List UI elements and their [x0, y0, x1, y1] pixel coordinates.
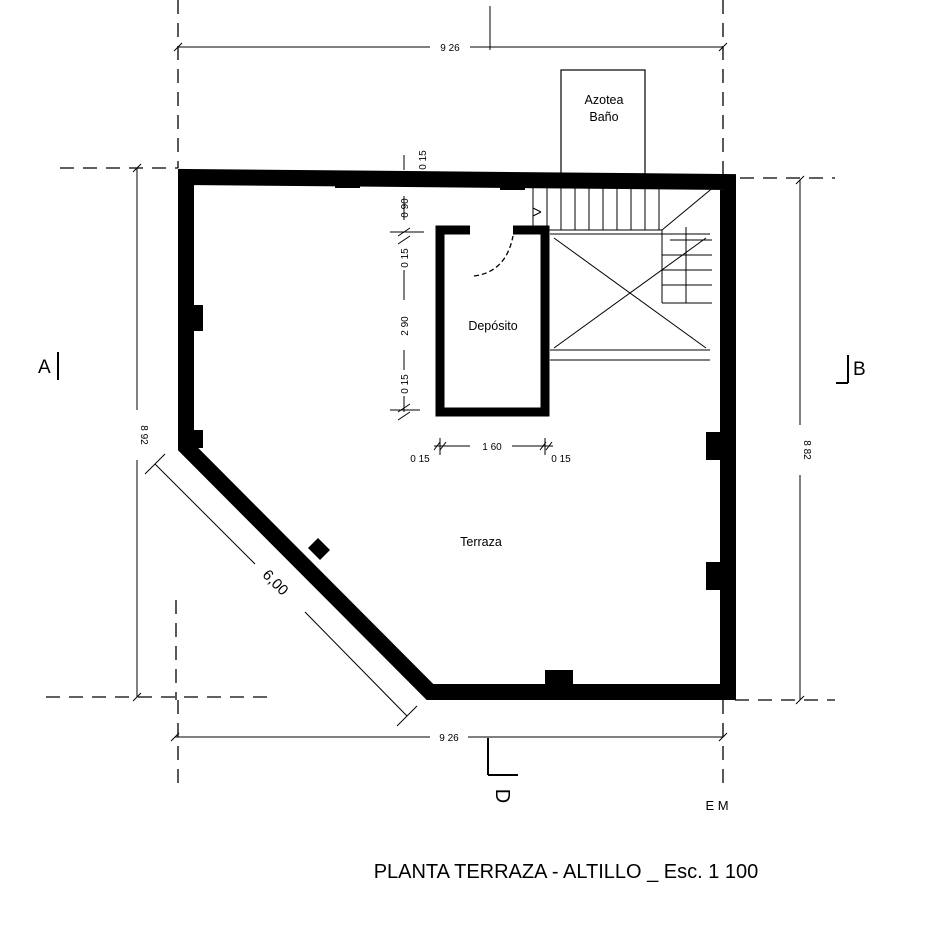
staircase — [532, 185, 716, 304]
deposito-walls — [435, 225, 550, 417]
dim-top-width: 9 26 — [440, 43, 460, 54]
dim-deposito-wall-left: 0 15 — [410, 454, 430, 465]
section-label-a: A — [38, 357, 51, 378]
dim-top-gap-b: 0 90 — [400, 198, 411, 218]
dim-deposito-wall-right: 0 15 — [551, 454, 571, 465]
plan-title: PLANTA TERRAZA - ALTILLO _ Esc. 1 100 — [374, 861, 759, 883]
section-label-d: D — [491, 789, 513, 803]
section-label-em: E M — [705, 798, 728, 813]
outer-walls — [178, 168, 736, 700]
dim-top-gap-a: 0 15 — [418, 150, 429, 170]
room-label-terraza: Terraza — [460, 535, 502, 549]
dim-deposito-width: 1 60 — [482, 442, 502, 453]
section-label-b: B — [853, 359, 866, 380]
dimension-lines — [132, 42, 805, 742]
stair-void — [550, 233, 710, 361]
room-label-deposito: Depósito — [468, 319, 517, 333]
dim-top-gap-c: 0 15 — [400, 248, 411, 268]
dim-diagonal: 6,00 — [259, 566, 292, 599]
dim-deposito-height: 2 90 — [400, 316, 411, 336]
section-markers — [57, 352, 849, 776]
dim-left-height: 8 92 — [138, 425, 149, 445]
dim-bottom-width: 9 26 — [439, 733, 459, 744]
room-label-azotea: Azotea — [585, 93, 624, 107]
dim-right-height: 8 82 — [801, 440, 812, 460]
axis-lines — [46, 0, 835, 790]
dim-bottom-gap: 0 15 — [400, 374, 411, 394]
room-label-bano: Baño — [589, 110, 618, 124]
